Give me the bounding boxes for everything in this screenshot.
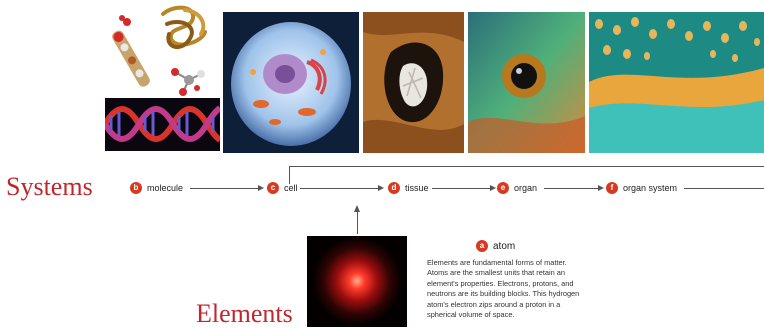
level-cell: c cell <box>267 182 298 194</box>
arrowhead <box>490 185 496 191</box>
arrow-line <box>544 188 598 189</box>
level-label: organ system <box>623 183 677 193</box>
arrowhead <box>378 185 384 191</box>
arrowhead <box>598 185 604 191</box>
level-label: cell <box>284 183 298 193</box>
cell-illustration-image <box>223 12 359 153</box>
tissue-micrograph-image <box>363 12 464 153</box>
level-molecule: b molecule <box>130 182 183 194</box>
level-badge: d <box>388 182 400 194</box>
atom-description: Elements are fundamental forms of matter… <box>427 258 587 320</box>
atom-to-cell-line <box>357 212 358 234</box>
level-tissue: d tissue <box>388 182 429 194</box>
hydrogen-atom-image <box>307 236 407 327</box>
atom-label: atom <box>493 241 515 252</box>
level-organ-system: f organ system <box>606 182 677 194</box>
level-badge: e <box>497 182 509 194</box>
dna-helix-image <box>105 98 220 151</box>
molecule-model-image <box>105 4 220 97</box>
arrowhead <box>258 185 264 191</box>
arrow-line <box>190 188 258 189</box>
arrow-line <box>432 188 490 189</box>
level-badge: f <box>606 182 618 194</box>
level-badge: b <box>130 182 142 194</box>
elements-label: Elements <box>196 301 293 327</box>
level-badge: a <box>476 240 488 252</box>
atom-heading: a atom <box>476 240 515 252</box>
level-label: tissue <box>405 183 429 193</box>
arrow-line <box>300 188 378 189</box>
atom-to-cell-arrowhead <box>354 205 360 212</box>
systems-label: Systems <box>6 174 93 200</box>
organ-system-skin-image <box>589 12 764 153</box>
arrow-line <box>684 188 764 189</box>
fish-eye-organ-image <box>468 12 585 153</box>
bracket-horizontal-line <box>289 166 764 167</box>
level-badge: c <box>267 182 279 194</box>
level-label: organ <box>514 183 537 193</box>
level-organ: e organ <box>497 182 537 194</box>
level-label: molecule <box>147 183 183 193</box>
